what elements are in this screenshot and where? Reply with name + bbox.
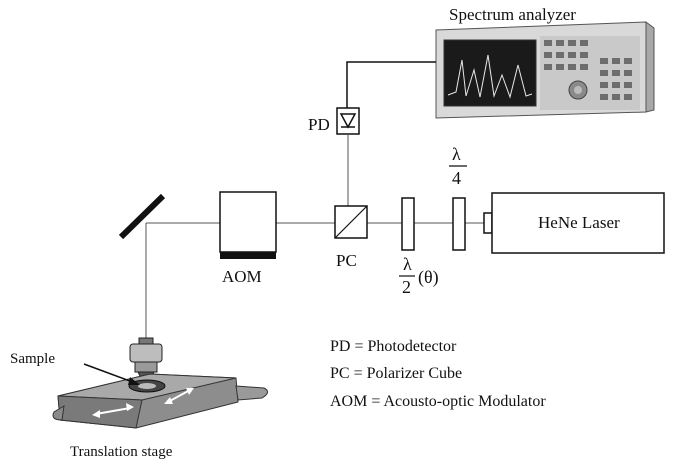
pd-label: PD: [308, 115, 330, 134]
sample-label: Sample: [10, 351, 55, 367]
signal-cable: [346, 61, 436, 108]
legend-item-pd: PD = Photodetector: [330, 338, 457, 355]
fold-mirror: [118, 193, 166, 240]
spectrum-analyzer-label: Spectrum analyzer: [449, 5, 576, 24]
microscope-objective: [129, 337, 163, 381]
translation-stage-label: Translation stage: [70, 444, 173, 460]
quarter-wave-denominator: 4: [452, 168, 461, 188]
half-wave-denominator: 2: [402, 277, 411, 297]
spectrum-analyzer: [435, 21, 655, 119]
half-wave-plate: [401, 197, 415, 251]
quarter-wave-plate: [452, 197, 466, 251]
aom: [219, 191, 277, 259]
half-wave-angle: (θ): [418, 267, 439, 288]
quarter-wave-numerator: λ: [452, 144, 461, 164]
legend-item-pc: PC = Polarizer Cube: [330, 365, 462, 382]
sample-pointer-arrowhead: [128, 377, 140, 385]
legend-item-aom: AOM = Acousto-optic Modulator: [330, 393, 546, 410]
aom-label: AOM: [222, 267, 262, 286]
sample-pointer-line: [83, 363, 139, 385]
hene-laser: [483, 192, 665, 254]
hene-laser-label: HeNe Laser: [538, 213, 620, 232]
half-wave-numerator: λ: [403, 254, 412, 274]
translation-stage: [52, 373, 268, 429]
photodetector: [336, 107, 360, 135]
polarizer-cube: [334, 205, 368, 239]
pc-label: PC: [336, 251, 357, 270]
